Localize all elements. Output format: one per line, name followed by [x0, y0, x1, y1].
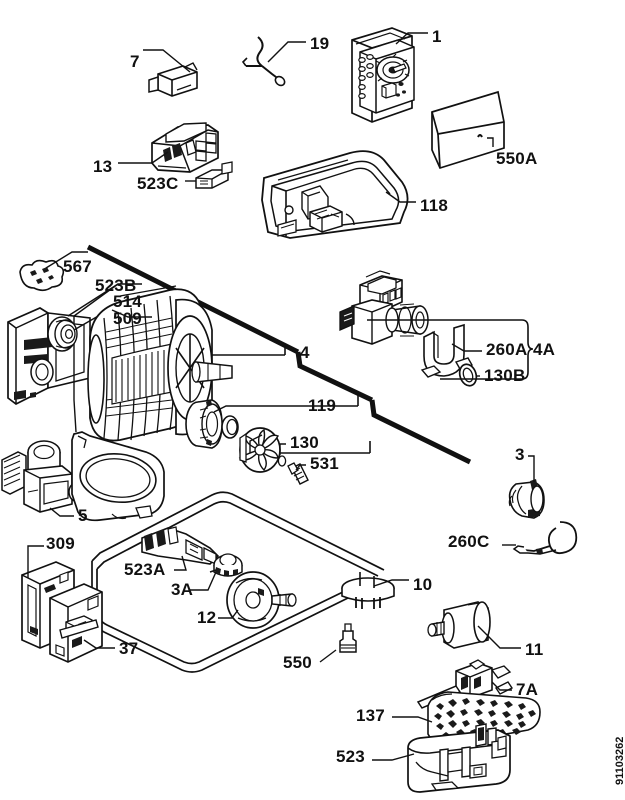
part-3A-thermostat-bulb [209, 553, 243, 577]
callout-label-3: 3 [515, 445, 525, 464]
part-3-door-lock-catch [508, 479, 545, 519]
leader-118 [385, 191, 416, 203]
callout-label-4: 4 [300, 343, 310, 362]
part-260C-spring-clip [512, 521, 578, 555]
leader-523B [67, 283, 142, 433]
part-118-softener-tank [261, 150, 409, 239]
part-309-switch-bracket [21, 561, 75, 649]
callout-label-19: 19 [310, 34, 330, 53]
callout-label-523B: 523B [95, 276, 137, 295]
leader-19 [267, 41, 306, 63]
leader-137 [392, 716, 433, 723]
callout-label-523A: 523A [124, 560, 166, 579]
part-130-impeller [238, 427, 281, 473]
leader-13 [118, 151, 169, 164]
callout-label-5: 5 [78, 506, 88, 525]
part-523A-mounting-bracket [141, 526, 220, 565]
callout-label-7: 7 [130, 52, 140, 71]
part-523B-support-plate [7, 307, 91, 405]
leader-12 [218, 609, 239, 619]
leader-37 [83, 639, 115, 649]
part-130-washer [221, 415, 239, 439]
leader-1 [395, 32, 428, 45]
leader-7A [491, 681, 512, 691]
callout-label-119: 119 [308, 396, 337, 415]
part-523B-oval-seal [71, 431, 165, 522]
callout-label-3A: 3A [171, 580, 194, 599]
callout-label-550A: 550A [496, 149, 538, 168]
callout-label-10: 10 [413, 575, 433, 594]
callout-label-13: 13 [93, 157, 113, 176]
leader-509 [111, 309, 152, 318]
part-523C-connector-terminal [195, 161, 233, 189]
leader-550 [319, 649, 337, 663]
leader-5 [49, 507, 74, 517]
leader-550A [487, 137, 494, 147]
part-1-programmer-module [351, 27, 415, 123]
callout-label-130: 130 [290, 433, 319, 452]
leader-260A [451, 343, 482, 352]
part-550A-cover-box [431, 90, 505, 170]
leader-11 [477, 625, 521, 649]
leader-7 [143, 49, 191, 73]
callout-label-514: 514 [113, 292, 142, 311]
part-11-suppressor-capacitor [427, 601, 491, 649]
leader-309 [27, 545, 44, 578]
callout-label-523: 523 [336, 747, 365, 766]
leader-523 [372, 753, 415, 761]
part-4A-drain-valve [339, 270, 429, 345]
callout-label-550: 550 [283, 653, 312, 672]
callout-label-567: 567 [63, 257, 92, 276]
callout-label-531: 531 [310, 454, 339, 473]
part-119-pump-cover [185, 399, 223, 449]
callout-label-309: 309 [46, 534, 75, 553]
part-37-pressure-switch [49, 583, 103, 663]
callout-label-130B: 130B [484, 366, 526, 385]
part-5-inlet-valve [1, 440, 84, 513]
part-19-wire-clip [241, 36, 286, 87]
part-7-microswitch [148, 62, 198, 97]
leader-10 [373, 579, 409, 587]
callout-label-118: 118 [420, 196, 449, 215]
callout-label-11: 11 [525, 640, 544, 659]
callout-label-4A: 4A [533, 340, 556, 359]
callout-label-7A: 7A [516, 680, 539, 699]
leader-523A [174, 555, 187, 571]
callout-label-137: 137 [356, 706, 385, 725]
part-13-terminal-block [151, 122, 219, 173]
document-code: 91103262 [614, 736, 625, 785]
leader-531 [295, 464, 306, 471]
part-12-pressure-chamber [226, 571, 297, 629]
part-550-grommet [339, 623, 357, 653]
leader-3A [190, 571, 217, 591]
part-567-cable-grommet [19, 259, 65, 292]
group-brace-4A [367, 319, 534, 380]
callout-label-1: 1 [432, 27, 442, 46]
callout-label-37: 37 [119, 639, 139, 658]
leader-3 [528, 455, 535, 482]
leader-119 [213, 405, 236, 413]
callout-label-523C: 523C [137, 174, 179, 193]
part-514-motor-bearing [47, 316, 78, 352]
part-523-base-tray [407, 723, 511, 793]
callout-label-260A: 260A [486, 340, 528, 359]
leader-130 [249, 434, 286, 455]
callout-label-260C: 260C [448, 532, 490, 551]
part-531-screw [277, 455, 309, 485]
callout-label-12: 12 [197, 608, 217, 627]
callout-label-509: 509 [113, 309, 142, 328]
part-509-motor-body [87, 285, 233, 442]
leader-567 [45, 251, 88, 269]
